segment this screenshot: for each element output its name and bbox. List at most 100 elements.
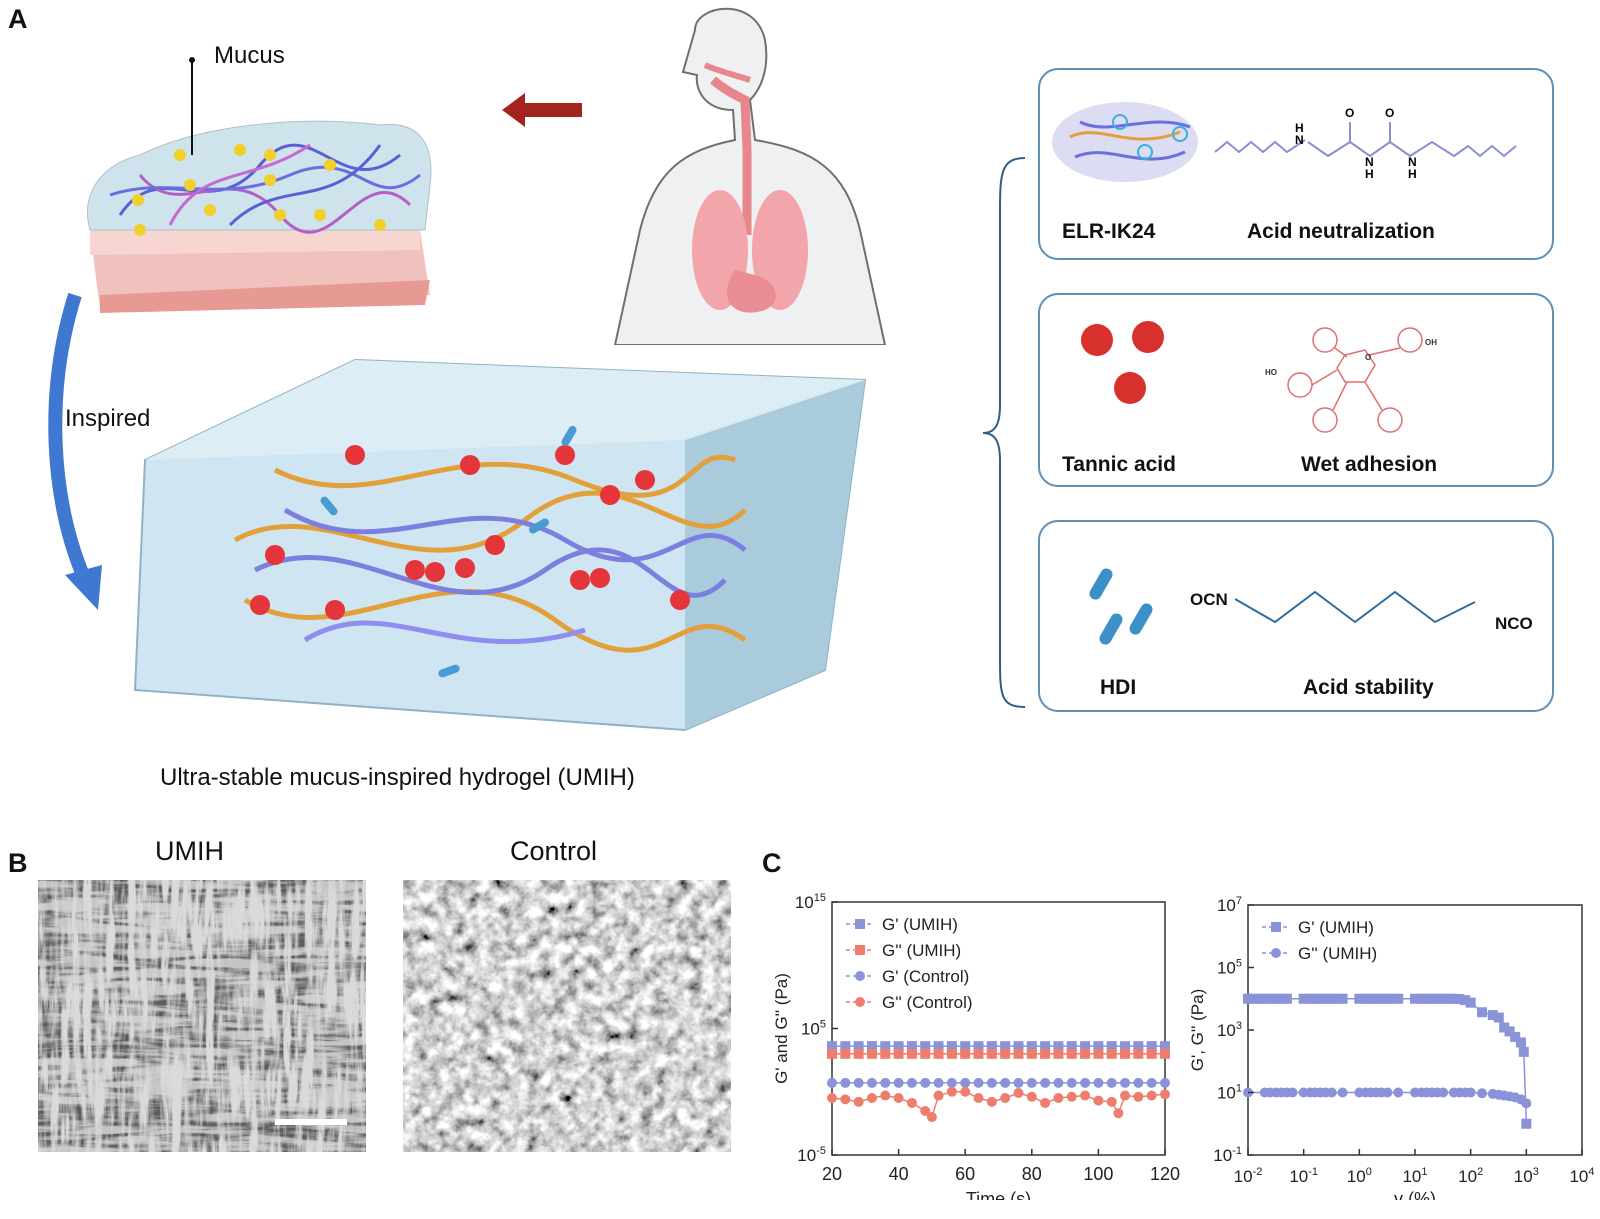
data-point-square	[855, 945, 865, 955]
data-point-square	[986, 1048, 997, 1059]
data-point-circle	[1146, 1090, 1157, 1101]
data-point-square	[1120, 1041, 1131, 1052]
data-point-square	[960, 1048, 971, 1059]
chem-label-o: O	[1365, 353, 1371, 362]
data-point-square	[853, 1048, 864, 1059]
data-point-circle	[906, 1097, 917, 1108]
data-point-square	[920, 1041, 931, 1052]
data-point-circle	[946, 1077, 957, 1088]
data-point-square	[1093, 1048, 1104, 1059]
component-name: HDI	[1100, 676, 1137, 699]
data-point-circle	[1477, 1088, 1488, 1099]
chem-label-n: N	[1365, 155, 1374, 169]
data-point-circle	[880, 1090, 891, 1101]
data-point-square	[906, 1048, 917, 1059]
chem-label-ocn: OCN	[1190, 590, 1228, 609]
data-point-circle	[1026, 1077, 1037, 1088]
y-axis-label: G' and G'' (Pa)	[772, 973, 791, 1084]
data-point-circle	[866, 1077, 877, 1088]
data-point-circle	[866, 1093, 877, 1104]
series-line	[1248, 998, 1528, 1124]
data-point-square	[1243, 993, 1253, 1004]
data-point-square	[906, 1041, 917, 1052]
chem-label-n: N	[1408, 155, 1417, 169]
data-point-square	[1146, 1041, 1157, 1052]
data-point-square	[973, 1041, 984, 1052]
panel-a-letter: A	[8, 4, 28, 34]
data-point-square	[1000, 1048, 1011, 1059]
y-tick-label: 103	[1217, 1020, 1242, 1040]
data-point-square	[1448, 993, 1459, 1004]
chem-label-n: N	[1295, 133, 1304, 147]
data-point-square	[1438, 993, 1449, 1004]
data-point-circle	[1106, 1077, 1117, 1088]
y-tick-label: 105	[801, 1019, 826, 1039]
y-tick-label: 10-1	[1213, 1145, 1242, 1165]
legend-label: G'' (UMIH)	[882, 941, 961, 960]
data-point-circle	[1133, 1077, 1144, 1088]
data-point-circle	[986, 1096, 997, 1107]
data-point-square	[840, 1048, 851, 1059]
data-point-square	[1326, 993, 1337, 1004]
data-point-square	[1460, 995, 1471, 1006]
data-point-square	[853, 1041, 864, 1052]
x-tick-label: 100	[1083, 1164, 1113, 1184]
chem-label-oh: OH	[1425, 338, 1437, 347]
data-point-circle	[1066, 1091, 1077, 1102]
x-tick-label: 102	[1458, 1166, 1483, 1186]
mucus-illustration	[86, 120, 432, 313]
data-point-circle	[946, 1086, 957, 1097]
chem-label-o: O	[1385, 106, 1394, 120]
data-point-square	[1510, 1031, 1521, 1042]
data-point-circle	[1040, 1097, 1051, 1108]
data-point-circle	[973, 1093, 984, 1104]
x-tick-label: 20	[822, 1164, 842, 1184]
data-point-circle	[1521, 1098, 1532, 1109]
tannic-acid-spheres	[1081, 321, 1164, 404]
data-point-square	[946, 1041, 957, 1052]
sem-title-umih: UMIH	[155, 836, 224, 866]
data-point-circle	[1337, 1087, 1348, 1098]
data-point-square	[1382, 993, 1393, 1004]
data-point-square	[1106, 1041, 1117, 1052]
data-point-square	[1026, 1048, 1037, 1059]
data-point-square	[1053, 1048, 1064, 1059]
data-point-square	[1504, 1026, 1515, 1037]
blue-curved-arrow-icon	[48, 292, 102, 610]
y-tick-label: 101	[1217, 1083, 1242, 1103]
data-point-circle	[855, 997, 865, 1007]
data-point-square	[1265, 993, 1276, 1004]
data-point-circle	[920, 1077, 931, 1088]
legend-label: G' (UMIH)	[1298, 918, 1374, 937]
data-point-circle	[960, 1077, 971, 1088]
data-point-square	[1254, 993, 1265, 1004]
data-point-circle	[1133, 1091, 1144, 1102]
data-point-circle	[1093, 1077, 1104, 1088]
data-point-circle	[1066, 1077, 1077, 1088]
chem-label-h: H	[1365, 167, 1374, 181]
data-point-square	[880, 1048, 891, 1059]
scale-bar	[275, 1119, 347, 1125]
data-point-circle	[855, 971, 865, 981]
panel-b-letter: B	[8, 848, 28, 878]
data-point-square	[1315, 993, 1326, 1004]
legend-label: G'' (UMIH)	[1298, 944, 1377, 963]
chem-label-h: H	[1295, 121, 1304, 135]
plot-frame	[1247, 904, 1583, 1156]
chem-label-ho: HO	[1265, 368, 1277, 377]
y-tick-label: 10-5	[797, 1145, 826, 1165]
data-point-circle	[1393, 1087, 1404, 1098]
data-point-square	[1320, 993, 1331, 1004]
hydrogel-caption: Ultra-stable mucus-inspired hydrogel (UM…	[160, 764, 635, 791]
component-name: Tannic acid	[1062, 453, 1176, 476]
data-point-square	[1120, 1048, 1131, 1059]
data-point-square	[1518, 1046, 1529, 1057]
y-tick-label: 107	[1217, 895, 1242, 915]
data-point-square	[1040, 1048, 1051, 1059]
data-point-circle	[880, 1077, 891, 1088]
data-point-square	[1080, 1048, 1091, 1059]
data-point-square	[827, 1048, 837, 1059]
data-point-square	[1040, 1041, 1051, 1052]
